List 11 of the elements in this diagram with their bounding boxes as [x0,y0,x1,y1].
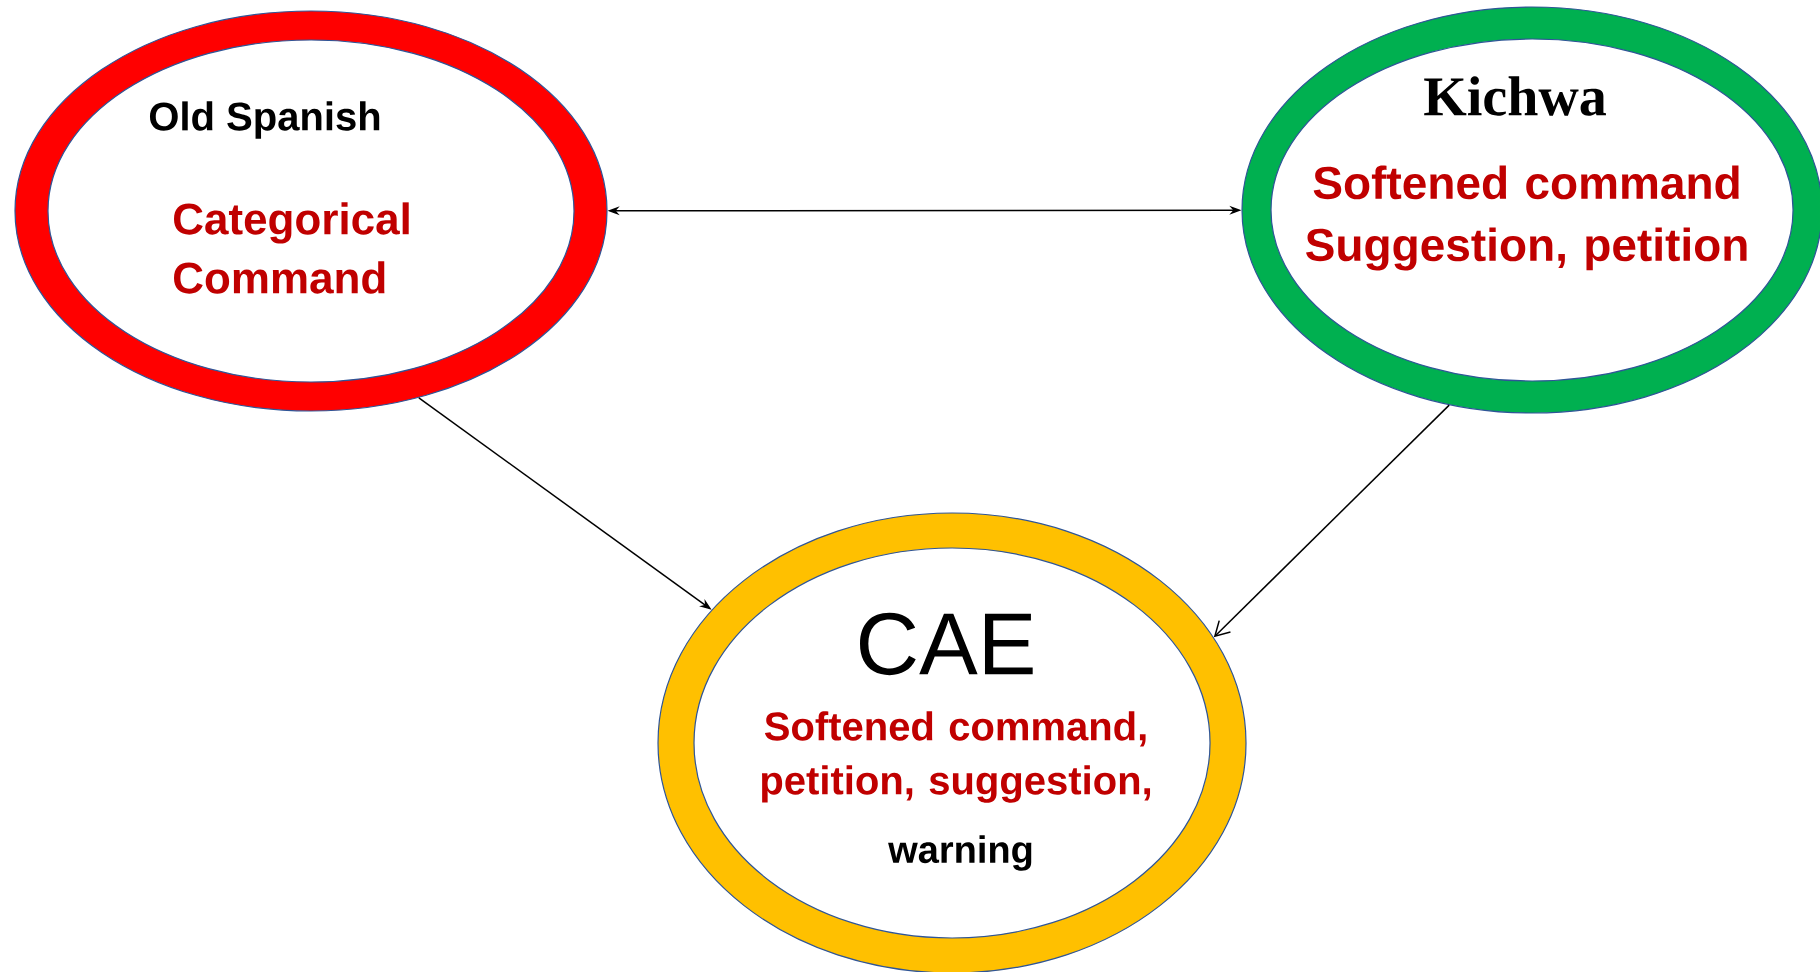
arrow [1213,404,1450,638]
node-title: CAE [860,612,1033,676]
node-text: Softened command, petition, suggestion, [762,711,1151,803]
ring-ellipse [14,10,608,412]
node-text: warning [888,835,1032,871]
ring-ellipse [657,512,1247,972]
node-text: Softened command Suggestion, petition [1306,165,1747,271]
node-title: Kichwa [1424,76,1606,116]
node-text: Categorical Command [174,202,409,294]
ring-ellipse [1241,6,1820,414]
node-title: Old Spanish [149,101,380,139]
